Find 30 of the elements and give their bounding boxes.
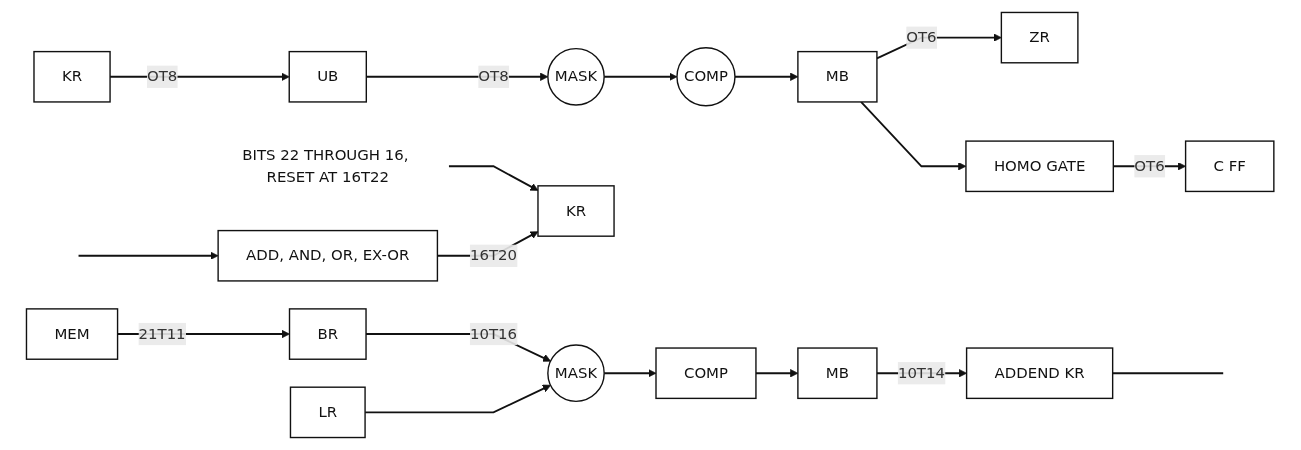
connector (1112, 372, 1225, 375)
node-circle: MASK (547, 344, 606, 403)
node-text: BITS 22 THROUGH 16, RESET AT 16T22 (242, 145, 409, 186)
node-box: KR (537, 185, 616, 237)
node-box: LR (290, 386, 367, 439)
edge-label: OT8 (147, 67, 178, 86)
edge-label: OT8 (478, 67, 509, 86)
node-box: KR (33, 50, 112, 103)
node-box: MEM (26, 308, 119, 360)
node-box: ADDEND KR (966, 347, 1114, 400)
node-circle: COMP (676, 47, 736, 107)
node-box: C FF (1185, 140, 1275, 193)
node-box: ZR (1001, 11, 1079, 64)
edge-label: OT6 (906, 28, 937, 47)
edge-label: 21T11 (138, 324, 186, 343)
edge-label: 10T14 (898, 363, 946, 382)
arrow (860, 101, 967, 171)
node-box: UB (288, 50, 368, 103)
node-circle: MASK (547, 47, 606, 106)
node-box: ADD, AND, OR, EX-OR (217, 229, 439, 282)
arrow (448, 165, 539, 191)
edge-label: 16T20 (470, 246, 518, 265)
node-box: HOMO GATE (965, 140, 1115, 193)
edge-label: 10T16 (470, 324, 518, 343)
node-box: MB (797, 347, 878, 400)
node-box: MB (797, 50, 878, 103)
edge-label: OT6 (1134, 156, 1165, 175)
node-box: COMP (655, 347, 757, 400)
arrow (77, 251, 219, 260)
node-box: BR (289, 308, 368, 360)
